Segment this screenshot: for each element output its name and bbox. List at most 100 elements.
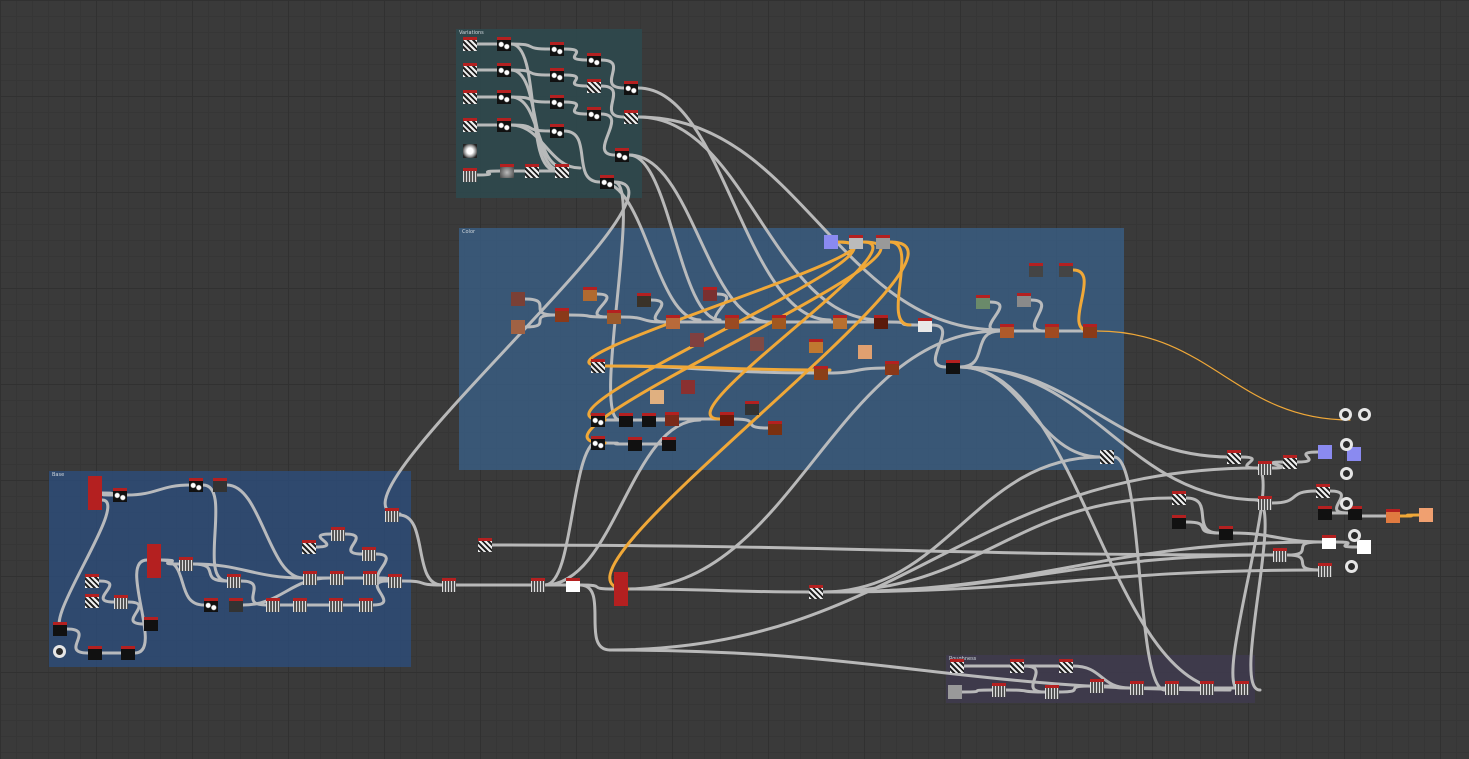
graph-node[interactable]: [946, 360, 960, 374]
graph-node[interactable]: [1283, 455, 1297, 469]
graph-node[interactable]: [681, 380, 695, 394]
graph-node[interactable]: [1419, 508, 1433, 522]
graph-node[interactable]: [566, 578, 580, 592]
graph-node[interactable]: [614, 572, 628, 606]
graph-node[interactable]: [918, 318, 932, 332]
graph-node[interactable]: [213, 478, 227, 492]
graph-node[interactable]: [329, 598, 343, 612]
graph-node[interactable]: [858, 345, 872, 359]
graph-node[interactable]: [189, 478, 203, 492]
graph-node[interactable]: [1318, 506, 1332, 520]
graph-node[interactable]: [607, 310, 621, 324]
graph-node[interactable]: [619, 413, 633, 427]
graph-node[interactable]: [550, 68, 564, 82]
graph-node[interactable]: [650, 390, 664, 404]
graph-node[interactable]: [385, 508, 399, 522]
graph-node[interactable]: [388, 574, 402, 588]
graph-node[interactable]: [331, 527, 345, 541]
graph-node[interactable]: [1258, 461, 1272, 475]
graph-node[interactable]: [591, 359, 605, 373]
graph-node[interactable]: [1227, 450, 1241, 464]
graph-node[interactable]: [229, 598, 243, 612]
graph-node[interactable]: [478, 538, 492, 552]
graph-node[interactable]: [525, 164, 539, 178]
frame-color[interactable]: Color: [459, 228, 1124, 470]
graph-node[interactable]: [463, 90, 477, 104]
graph-node[interactable]: [1348, 506, 1362, 520]
output-node-icon[interactable]: [1340, 467, 1353, 480]
graph-node[interactable]: [950, 659, 964, 673]
graph-node[interactable]: [85, 594, 99, 608]
graph-node[interactable]: [665, 412, 679, 426]
graph-node[interactable]: [666, 315, 680, 329]
graph-node[interactable]: [1200, 681, 1214, 695]
graph-node[interactable]: [227, 574, 241, 588]
output-node-icon[interactable]: [1340, 497, 1353, 510]
graph-node[interactable]: [359, 598, 373, 612]
graph-node[interactable]: [1100, 450, 1114, 464]
graph-node[interactable]: [362, 547, 376, 561]
graph-node[interactable]: [497, 63, 511, 77]
graph-node[interactable]: [442, 578, 456, 592]
graph-node[interactable]: [550, 95, 564, 109]
graph-node[interactable]: [144, 617, 158, 631]
graph-node[interactable]: [690, 333, 704, 347]
graph-node[interactable]: [179, 557, 193, 571]
graph-node[interactable]: [88, 646, 102, 660]
graph-node[interactable]: [662, 437, 676, 451]
graph-node[interactable]: [587, 53, 601, 67]
graph-node[interactable]: [147, 544, 161, 578]
graph-node[interactable]: [555, 308, 569, 322]
graph-node[interactable]: [885, 361, 899, 375]
graph-node[interactable]: [849, 235, 863, 249]
graph-node[interactable]: [1010, 659, 1024, 673]
graph-node[interactable]: [463, 118, 477, 132]
graph-node[interactable]: [637, 293, 651, 307]
graph-node[interactable]: [266, 598, 280, 612]
output-node-icon[interactable]: [1340, 438, 1353, 451]
output-node-icon[interactable]: [1348, 529, 1361, 542]
graph-node[interactable]: [642, 413, 656, 427]
graph-node[interactable]: [500, 164, 514, 178]
graph-node[interactable]: [745, 401, 759, 415]
graph-node[interactable]: [1130, 681, 1144, 695]
graph-node[interactable]: [550, 42, 564, 56]
graph-node[interactable]: [121, 646, 135, 660]
graph-node[interactable]: [302, 540, 316, 554]
graph-node[interactable]: [363, 571, 377, 585]
graph-node[interactable]: [624, 110, 638, 124]
graph-node[interactable]: [600, 175, 614, 189]
graph-node[interactable]: [1172, 515, 1186, 529]
graph-node[interactable]: [85, 574, 99, 588]
graph-node[interactable]: [1029, 263, 1043, 277]
graph-node[interactable]: [772, 315, 786, 329]
graph-node[interactable]: [1045, 685, 1059, 699]
graph-node[interactable]: [624, 81, 638, 95]
graph-node[interactable]: [583, 287, 597, 301]
graph-node[interactable]: [1219, 526, 1233, 540]
output-node-icon[interactable]: [1358, 408, 1371, 421]
graph-node[interactable]: [303, 571, 317, 585]
graph-node[interactable]: [874, 315, 888, 329]
graph-node[interactable]: [615, 148, 629, 162]
graph-node[interactable]: [1322, 535, 1336, 549]
output-node-icon[interactable]: [1339, 408, 1352, 421]
graph-node[interactable]: [497, 118, 511, 132]
graph-node[interactable]: [497, 37, 511, 51]
output-node-icon[interactable]: [53, 645, 66, 658]
graph-node[interactable]: [1000, 324, 1014, 338]
graph-node[interactable]: [497, 90, 511, 104]
graph-node[interactable]: [976, 295, 990, 309]
graph-node[interactable]: [1165, 681, 1179, 695]
graph-node[interactable]: [992, 683, 1006, 697]
frame-base[interactable]: Base: [49, 471, 411, 667]
graph-node[interactable]: [1059, 263, 1073, 277]
graph-node[interactable]: [204, 598, 218, 612]
graph-node[interactable]: [293, 598, 307, 612]
graph-node[interactable]: [1017, 293, 1031, 307]
graph-node[interactable]: [1090, 679, 1104, 693]
graph-node[interactable]: [511, 292, 525, 306]
graph-node[interactable]: [720, 412, 734, 426]
graph-node[interactable]: [1347, 447, 1361, 461]
